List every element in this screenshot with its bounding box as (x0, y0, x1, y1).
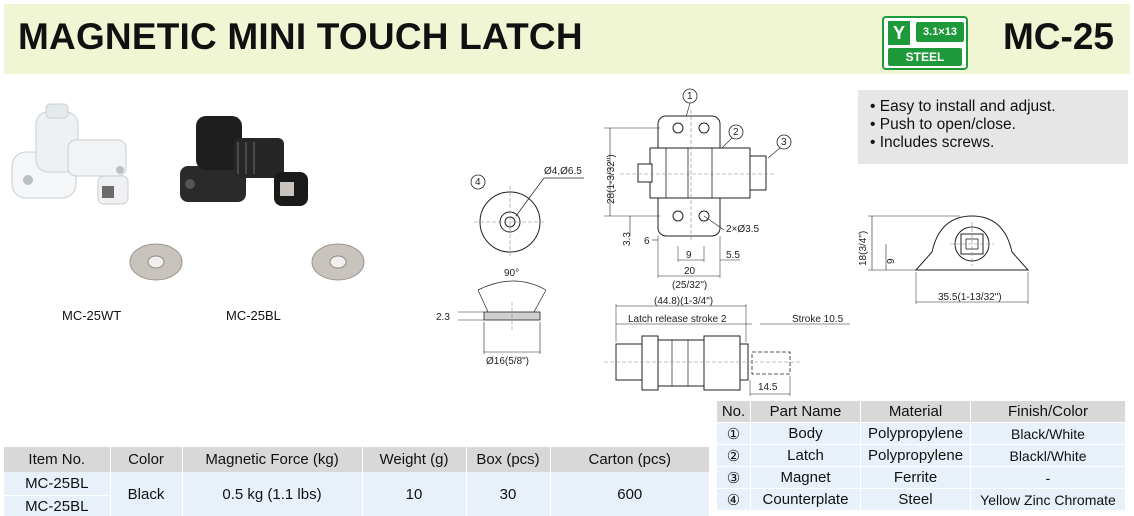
spec-col-carton: Carton (pcs) (550, 447, 710, 472)
callout-1: 1 (687, 91, 693, 102)
spec-table: Item No. Color Magnetic Force (kg) Weigh… (4, 447, 710, 516)
counterplate-thickness: 2.3 (436, 312, 450, 323)
spec-weight: 10 (362, 472, 467, 516)
counterplate-front-drawing: 4 Ø4,Ø6.5 (470, 166, 584, 258)
part-name: Latch (750, 444, 861, 467)
latch-end-drawing: 18(3/4") 9 35.5(1-13/32") (858, 215, 1030, 304)
side-total-length: (44.8)(1-3/4") (654, 296, 713, 307)
front-hole-dim: 2×Ø3.5 (726, 224, 760, 235)
part-finish: - (970, 466, 1126, 489)
part-material: Steel (860, 488, 971, 511)
model-number: MC-25 (1002, 16, 1114, 57)
spec-force: 0.5 kg (1.1 lbs) (182, 472, 363, 516)
table-row: ① Body Polypropylene Black/White (716, 422, 1126, 445)
photo-label-white: MC-25WT (62, 308, 122, 323)
black-counterplate-photo (311, 243, 365, 281)
callout-2: 2 (733, 127, 739, 138)
white-latch-photo (11, 103, 129, 205)
front-height: 28(1-3/32") (606, 154, 617, 204)
feature-item: • Easy to install and adjust. (870, 98, 1056, 115)
black-latch-photo (180, 116, 308, 206)
feature-list: • Easy to install and adjust. • Push to … (858, 90, 1128, 164)
part-no: ② (716, 444, 751, 467)
spec-col-color: Color (110, 447, 183, 472)
counterplate-section-drawing: 90° 2.3 Ø16(5/8") (436, 268, 547, 367)
parts-col-no: No. (716, 400, 751, 423)
spec-header-row: Item No. Color Magnetic Force (kg) Weigh… (4, 447, 710, 472)
table-row: MC-25BL (4, 495, 710, 516)
counterplate-angle: 90° (504, 268, 519, 279)
feature-item: • Includes screws. (870, 134, 995, 151)
spec-color: Black (110, 472, 183, 516)
callout-3: 3 (781, 137, 787, 148)
badge-material: STEEL (888, 48, 962, 66)
spec-item: MC-25BL (4, 495, 111, 516)
part-material: Polypropylene (860, 444, 971, 467)
side-release-stroke: Latch release stroke 2 (628, 314, 727, 325)
page-title: MAGNETIC MINI TOUCH LATCH (18, 16, 583, 57)
counterplate-outer-dia: Ø16(5/8") (486, 356, 529, 367)
counterplate-hole-dim: Ø4,Ø6.5 (544, 166, 582, 177)
front-hole-offset: 3.3 (622, 232, 633, 246)
front-dim-5-5: 5.5 (726, 250, 740, 261)
table-row: ② Latch Polypropylene Blackl/White (716, 444, 1126, 467)
part-no: ③ (716, 466, 751, 489)
header-band: MAGNETIC MINI TOUCH LATCH Y 3.1×13 STEEL… (4, 4, 1130, 74)
end-width: 35.5(1-13/32") (938, 292, 1002, 303)
front-dim-9: 9 (686, 250, 692, 261)
part-material: Polypropylene (860, 422, 971, 445)
parts-header-row: No. Part Name Material Finish/Color (716, 400, 1126, 423)
side-stroke: Stroke 10.5 (792, 314, 844, 325)
spec-col-force: Magnetic Force (kg) (182, 447, 363, 472)
table-row: ③ Magnet Ferrite - (716, 466, 1126, 489)
latch-front-drawing: 1 2 3 28(1-3/32") 3.3 6 2×Ø3.5 9 5.5 20 … (604, 88, 792, 291)
part-name: Magnet (750, 466, 861, 489)
front-width-in: (25/32") (672, 280, 707, 291)
spec-col-box: Box (pcs) (466, 447, 551, 472)
part-finish: Black/White (970, 422, 1126, 445)
latch-side-drawing: (44.8)(1-3/4") Latch release stroke 2 St… (604, 296, 850, 396)
parts-table: No. Part Name Material Finish/Color ① Bo… (716, 400, 1126, 511)
table-row: MC-25BL Black 0.5 kg (1.1 lbs) 10 30 600 (4, 472, 710, 516)
table-row: ④ Counterplate Steel Yellow Zinc Chromat… (716, 488, 1126, 511)
end-height: 18(3/4") (858, 231, 869, 266)
part-material: Ferrite (860, 466, 971, 489)
front-width: 20 (684, 266, 696, 277)
spec-box: 30 (466, 472, 551, 516)
parts-col-material: Material (860, 400, 971, 423)
part-finish: Yellow Zinc Chromate (970, 488, 1126, 511)
photo-label-black: MC-25BL (226, 308, 281, 323)
spec-col-weight: Weight (g) (362, 447, 467, 472)
part-no: ① (716, 422, 751, 445)
spec-col-item: Item No. (4, 447, 111, 472)
spec-item: MC-25BL (4, 472, 111, 496)
side-extension: 14.5 (758, 382, 778, 393)
parts-col-finish: Finish/Color (970, 400, 1126, 423)
spec-carton: 600 (550, 472, 710, 516)
part-no: ④ (716, 488, 751, 511)
front-dim-6: 6 (644, 236, 650, 247)
part-name: Body (750, 422, 861, 445)
badge-size: 3.1×13 (916, 22, 964, 42)
end-dim-9: 9 (886, 258, 897, 264)
part-name: Counterplate (750, 488, 861, 511)
parts-col-name: Part Name (750, 400, 861, 423)
part-finish: Blackl/White (970, 444, 1126, 467)
steel-screw-badge: Y 3.1×13 STEEL (882, 16, 968, 70)
white-counterplate-photo (129, 243, 183, 281)
callout-4: 4 (475, 177, 481, 188)
feature-item: • Push to open/close. (870, 116, 1016, 133)
badge-mark: Y (888, 21, 910, 45)
